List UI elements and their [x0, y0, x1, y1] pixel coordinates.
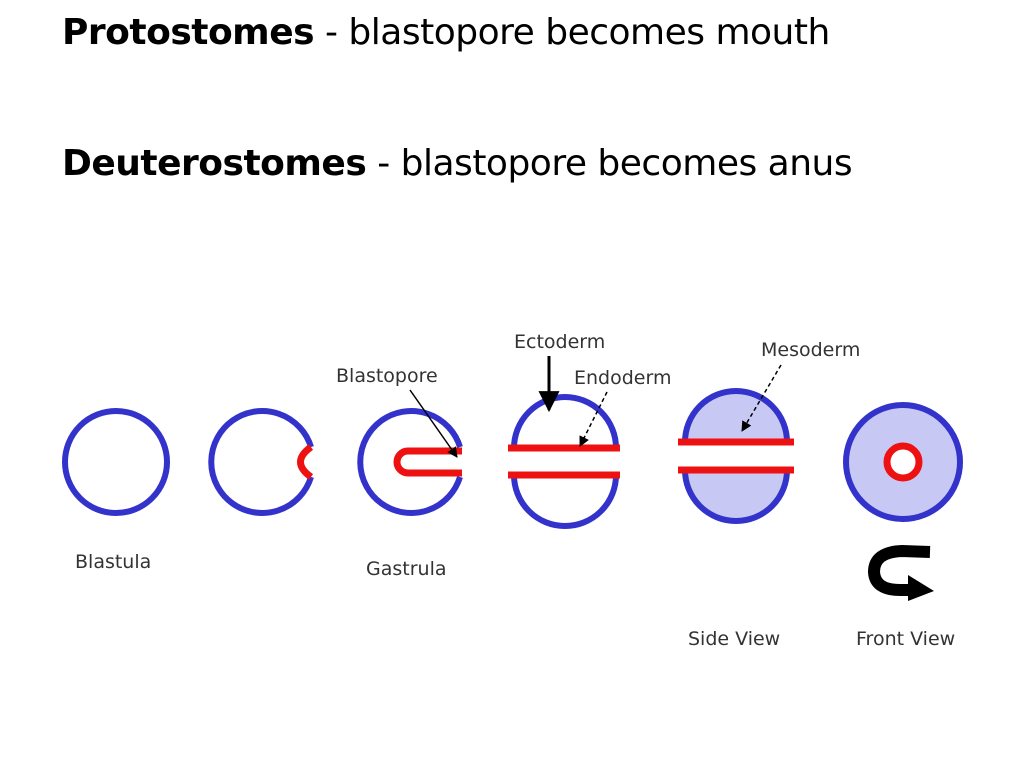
blastula-circle: [62, 408, 170, 516]
gastrula: [357, 408, 463, 516]
deuterostomes-line: Deuterostomes - blastopore becomes anus: [62, 143, 853, 184]
gastrula-ectoderm: [357, 408, 463, 516]
front-view-embryo: [843, 402, 963, 522]
blastopore-arrow: [409, 389, 458, 458]
front-view-label: Front View: [856, 628, 955, 650]
early-gastrula-ectoderm: [208, 408, 314, 516]
early-gastrula: [208, 408, 314, 516]
mesoderm-arrow: [741, 364, 782, 432]
early-gastrula-invagination: [297, 444, 314, 480]
protostomes-line: Protostomes - blastopore becomes mouth: [62, 12, 830, 53]
ectoderm-label: Ectoderm: [514, 331, 605, 353]
gastrula-archenteron: [393, 447, 462, 477]
protostomes-term: Protostomes: [62, 12, 315, 53]
blastula-label: Blastula: [75, 551, 151, 573]
two-layer-embryo: [508, 394, 620, 529]
two-layer-bottom-ectoderm: [511, 474, 619, 529]
side-view-embryo: [678, 388, 794, 524]
side-view-label: Side View: [688, 628, 780, 650]
deuterostomes-description: - blastopore becomes anus: [366, 143, 853, 184]
blastopore-label: Blastopore: [336, 365, 438, 387]
endoderm-arrow: [579, 391, 608, 447]
deuterostomes-term: Deuterostomes: [62, 143, 367, 184]
gastrula-label: Gastrula: [366, 558, 447, 580]
mesoderm-label: Mesoderm: [761, 339, 860, 361]
two-layer-top-ectoderm: [511, 394, 619, 449]
front-view-gut: [883, 442, 923, 482]
protostomes-description: - blastopore becomes mouth: [314, 12, 830, 53]
side-view-bottom-half: [681, 467, 791, 524]
side-view-top-half: [681, 388, 791, 445]
rotation-arrow-icon: [867, 544, 934, 601]
endoderm-label: Endoderm: [574, 367, 671, 389]
